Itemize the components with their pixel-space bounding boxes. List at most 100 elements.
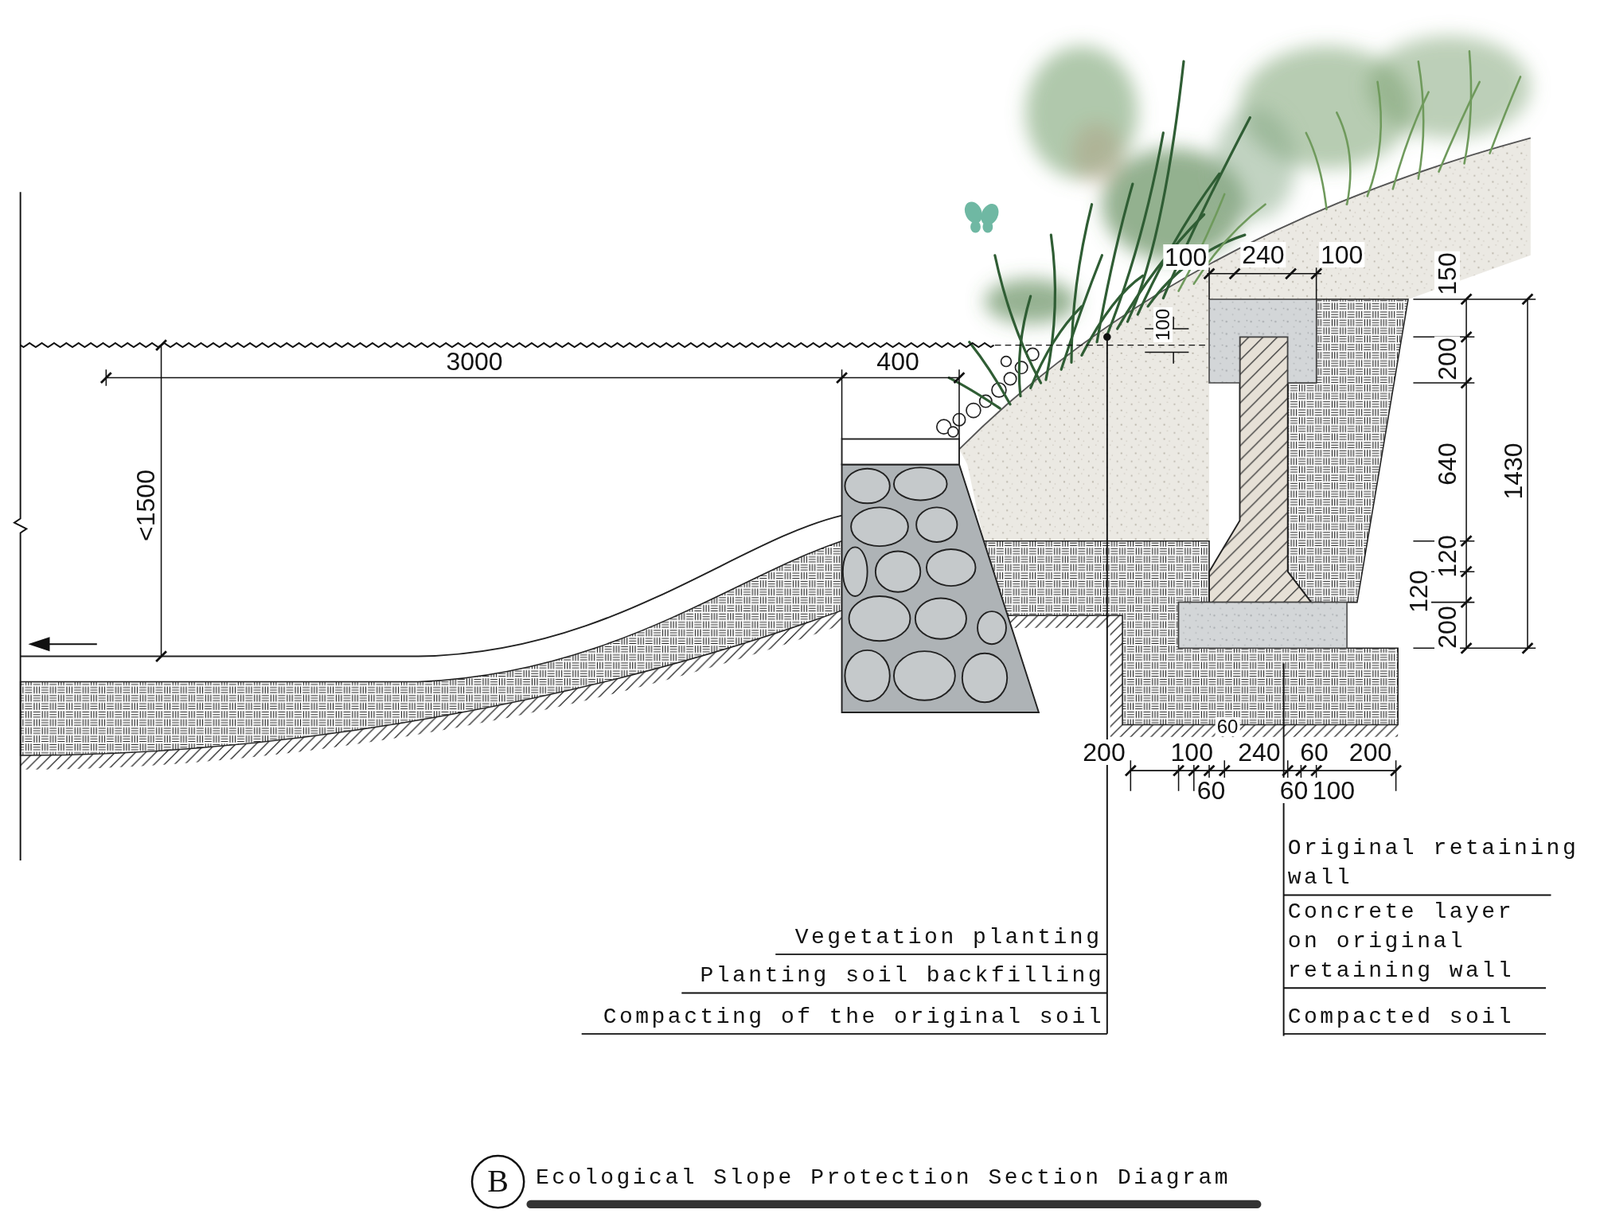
dimension-value: 200: [1080, 739, 1127, 765]
leader-lines: [1104, 333, 1111, 340]
stone-wall: [842, 439, 960, 465]
stone-wall: [875, 551, 921, 593]
dimension-value: 200: [1434, 604, 1460, 651]
concrete-cap: [1209, 299, 1317, 383]
dimension-tick: [1204, 268, 1215, 279]
grass: [969, 342, 1011, 405]
dimension-tick: [1461, 566, 1472, 578]
dimension-tick: [1522, 293, 1534, 305]
grass: [1464, 50, 1472, 164]
callout-label: Vegetation planting: [795, 922, 1103, 953]
callout-label: Planting soil backfilling: [699, 960, 1105, 991]
dimension-value: 100: [1311, 777, 1357, 804]
dimension-ticks: [101, 268, 1533, 776]
dimension-tick: [1295, 765, 1307, 777]
dimension-tick: [1461, 378, 1472, 389]
grass: [1147, 234, 1245, 307]
dimension-tick: [1390, 765, 1401, 777]
dimension-value: 200: [1434, 336, 1460, 383]
butterfly: [970, 220, 981, 233]
grass: [1367, 81, 1382, 197]
section-frame: [14, 191, 1210, 861]
dimension-lines: [1412, 299, 1536, 648]
dimension-tick: [954, 372, 965, 383]
dimension-tick: [1522, 643, 1534, 654]
dimension-tick: [1461, 331, 1472, 343]
section-circle: B: [470, 1154, 526, 1210]
callout-label: Compacted soil: [1287, 1002, 1591, 1032]
dimension-tick: [1461, 293, 1472, 305]
dimension-tick: [101, 372, 112, 383]
dimension-tick: [1311, 268, 1322, 279]
dimension-value: 60: [1195, 777, 1228, 804]
grass: [1045, 234, 1056, 380]
grass: [1418, 61, 1424, 179]
dimension-value: 100: [1162, 244, 1209, 270]
callout-label: Original retaining wall: [1287, 833, 1591, 893]
stone-wall: [893, 467, 948, 500]
section-frame: [995, 344, 1210, 346]
stone-wall: [849, 596, 911, 641]
section-letter: B: [487, 1165, 509, 1198]
dimension-tick: [1461, 643, 1472, 654]
pebbles: [948, 426, 959, 438]
dimension-tick: [156, 339, 167, 351]
grass: [1438, 81, 1480, 172]
pebbles: [1001, 356, 1012, 367]
leader-lines: [581, 954, 1108, 1035]
dimension-lines: [105, 369, 960, 439]
dimension-tick: [836, 372, 847, 383]
pebbles: [936, 347, 1039, 438]
dimension-value: 100: [1319, 241, 1365, 268]
dimension-value: 100: [1169, 739, 1215, 765]
grass: [948, 61, 1250, 409]
dimension-tick: [1229, 268, 1241, 279]
dimension-value: 1430: [1500, 441, 1526, 502]
grass: [995, 255, 1042, 383]
stone-wall: [850, 507, 909, 547]
vegetation-shrubs: [1071, 122, 1123, 184]
callout-label: Concrete layer on original retaining wal…: [1287, 897, 1535, 986]
leader-lines: [1106, 336, 1109, 1035]
grass: [1018, 296, 1031, 397]
title-underline: [530, 1200, 1258, 1209]
stone-wall: [962, 653, 1007, 703]
grass: [1061, 255, 1102, 371]
leader-lines: [581, 333, 1552, 1036]
dimension-lines: [1206, 267, 1322, 300]
dimension-value: 60: [1215, 717, 1241, 737]
stone-wall: [844, 650, 890, 702]
grass: [1071, 204, 1093, 363]
grass: [1178, 194, 1226, 292]
leader-lines: [1283, 663, 1285, 1037]
ground-hatch: [20, 610, 843, 770]
dimension-value: 240: [1240, 241, 1286, 268]
dimension-tick: [1461, 597, 1472, 608]
grass: [1336, 112, 1351, 204]
stone-wall: [926, 549, 976, 586]
dimension-value: 60: [1278, 777, 1311, 804]
grass: [1306, 132, 1327, 210]
grass: [948, 50, 1521, 409]
stone-wall: [842, 464, 1039, 713]
stone-wall: [842, 467, 1007, 703]
dimension-value: 100: [1153, 307, 1173, 343]
dimension-value: 3000: [444, 348, 504, 375]
dimension-value: 200: [1347, 739, 1394, 765]
section-frame: [14, 191, 27, 861]
dimension-value: 120: [1434, 533, 1460, 579]
dimension-tick: [1311, 765, 1322, 777]
butterfly: [961, 199, 1003, 234]
base-slab: [1178, 602, 1348, 649]
grass: [1178, 50, 1521, 291]
circle-outline: [472, 1155, 524, 1208]
callout-label: Compacting of the original soil: [603, 1002, 1105, 1032]
dimension-value: 60: [1298, 739, 1331, 765]
dimension-tick: [1219, 765, 1230, 777]
grass: [1127, 61, 1184, 322]
dimension-lines: [160, 345, 163, 657]
diagram-title: Ecological Slope Protection Section Diag…: [535, 1162, 1231, 1193]
dimension-value: 120: [1405, 569, 1432, 615]
